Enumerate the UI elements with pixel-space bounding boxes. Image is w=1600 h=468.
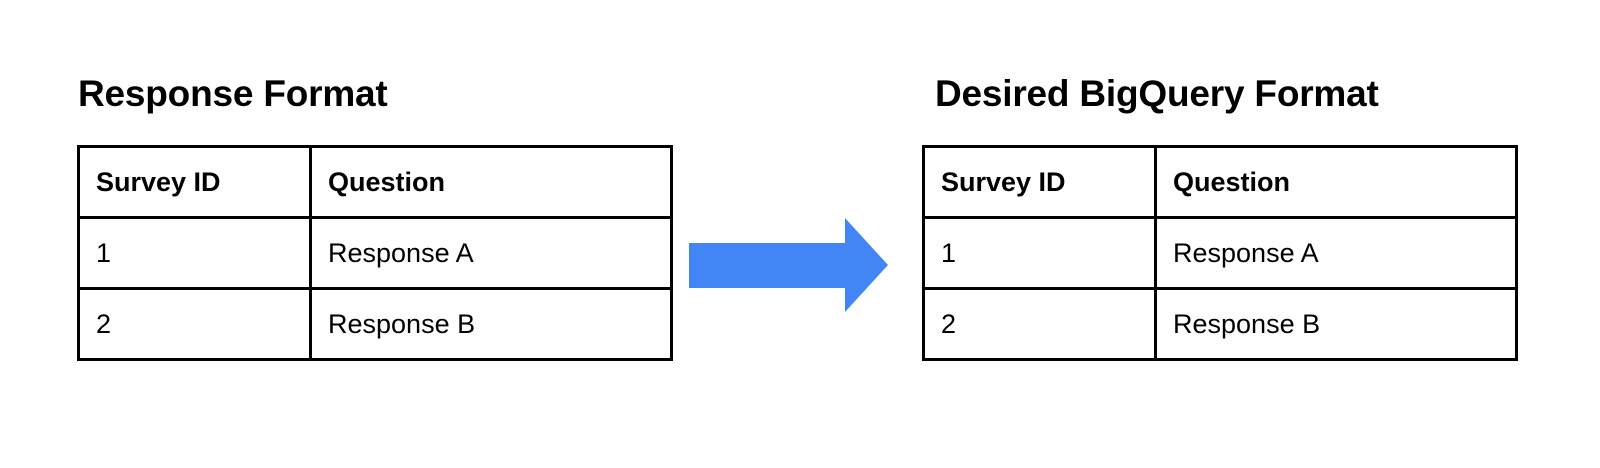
table-row: 2 Response B <box>922 287 1518 361</box>
table-desired-bigquery-format: Survey ID Question 1 Response A 2 Respon… <box>922 145 1518 361</box>
column-header-question: Question <box>1154 145 1518 219</box>
panel-response-format: Response Format Survey ID Question 1 Res… <box>0 0 700 468</box>
column-header-survey-id: Survey ID <box>922 145 1157 219</box>
cell-question: Response A <box>309 216 673 290</box>
panel-desired-bigquery-format: Desired BigQuery Format Survey ID Questi… <box>900 0 1600 468</box>
table-row: 1 Response A <box>77 216 673 290</box>
cell-survey-id: 1 <box>922 216 1157 290</box>
table-row: 1 Response A <box>922 216 1518 290</box>
column-header-survey-id: Survey ID <box>77 145 312 219</box>
cell-question: Response A <box>1154 216 1518 290</box>
cell-survey-id: 1 <box>77 216 312 290</box>
arrow-right-icon <box>680 210 895 320</box>
column-header-question: Question <box>309 145 673 219</box>
table-header-row: Survey ID Question <box>922 145 1518 219</box>
cell-survey-id: 2 <box>922 287 1157 361</box>
cell-question: Response B <box>1154 287 1518 361</box>
table-response-format: Survey ID Question 1 Response A 2 Respon… <box>77 145 673 361</box>
cell-question: Response B <box>309 287 673 361</box>
cell-survey-id: 2 <box>77 287 312 361</box>
page-title-desired-bigquery-format: Desired BigQuery Format <box>935 73 1379 114</box>
table-row: 2 Response B <box>77 287 673 361</box>
table-header-row: Survey ID Question <box>77 145 673 219</box>
arrow-right-shape <box>689 218 888 312</box>
page-title-response-format: Response Format <box>78 73 388 114</box>
